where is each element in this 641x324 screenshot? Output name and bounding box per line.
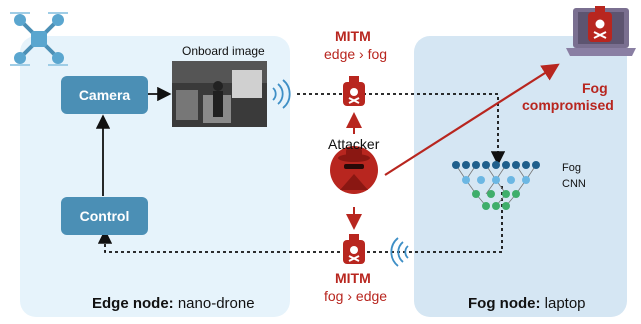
onboard-image-label: Onboard image	[182, 44, 265, 58]
poison-bottle-icon	[588, 6, 612, 42]
poison-bottle-icon	[343, 76, 365, 106]
mitm-bottom-subtitle: fog › edge	[324, 288, 388, 304]
camera-node: Camera	[61, 76, 148, 114]
fog-panel-title: Fog node: laptop	[468, 295, 586, 312]
mitm-bottom-title: MITM	[335, 270, 371, 286]
fog-compromised-line1: Fog	[582, 80, 608, 96]
wireless-signal-icon	[390, 237, 409, 267]
mitm-top-title: MITM	[335, 28, 371, 44]
edge-panel-title: Edge node: nano-drone	[92, 295, 255, 312]
fog-cnn-icon	[452, 161, 540, 210]
fog-node-panel	[414, 36, 627, 317]
fog-cnn-label-line1: Fog	[562, 162, 581, 174]
mitm-top-subtitle: edge › fog	[324, 46, 388, 62]
control-label: Control	[79, 208, 130, 224]
wireless-signal-icon	[272, 79, 291, 109]
attacker-to-fog-arrow	[384, 63, 560, 176]
attacker-label: Attacker	[328, 136, 380, 152]
fog-compromised-line2: compromised	[522, 97, 614, 113]
downlink-dotted-path	[97, 186, 503, 253]
camera-label: Camera	[78, 87, 131, 103]
fog-cnn-label-line2: CNN	[562, 178, 586, 190]
poison-bottle-icon	[343, 234, 365, 264]
drone-icon	[10, 12, 68, 66]
control-node: Control	[61, 197, 148, 235]
attacker-icon	[330, 146, 378, 194]
onboard-image-photo	[172, 61, 267, 127]
